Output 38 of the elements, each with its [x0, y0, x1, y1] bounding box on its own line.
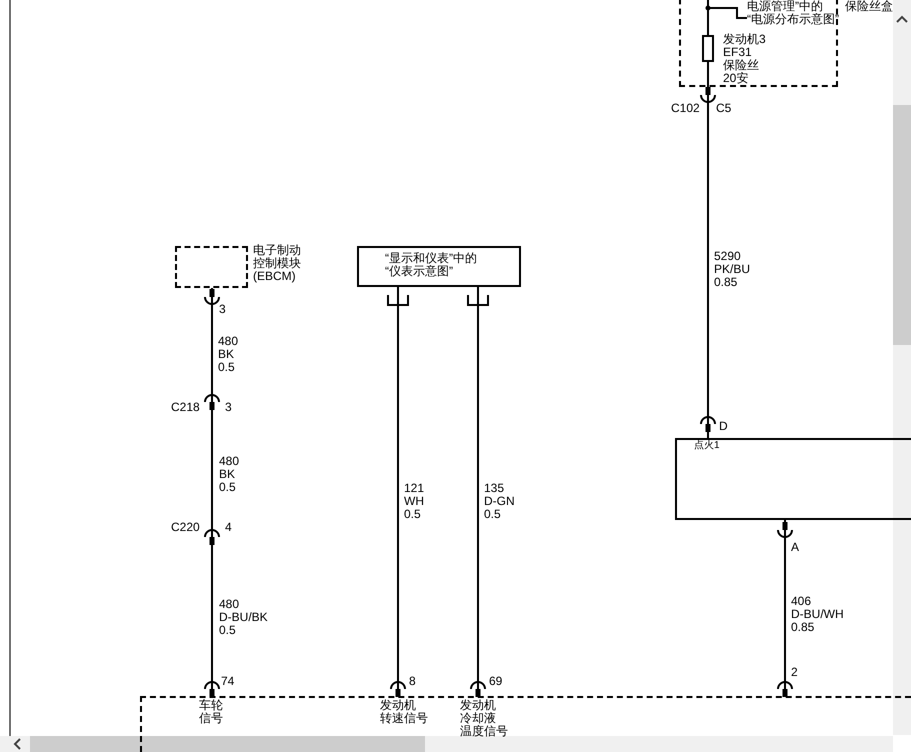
- connector-name: C220: [170, 521, 201, 534]
- leader-line: [707, 7, 747, 35]
- wire-label: 5290 PK/BU 0.85: [713, 250, 752, 289]
- pin-number: 2: [790, 666, 799, 679]
- module-outline: [140, 696, 911, 752]
- fuse-label: 发动机3 EF31 保险丝 20安: [723, 33, 766, 85]
- module-box: [675, 438, 911, 520]
- pin-name: 发动机冷却液温度信号: [460, 699, 508, 738]
- pin-number: A: [790, 541, 800, 554]
- wire-label: 480 BK 0.5: [217, 335, 240, 374]
- pin-name: 发动机转速信号: [380, 699, 428, 725]
- wire-label: 135 D-GN 0.5: [483, 482, 516, 521]
- wire-label: 406 D-BU/WH 0.85: [790, 595, 845, 634]
- wire: [707, 62, 709, 438]
- pin-number: 8: [408, 675, 417, 688]
- fuse-box-title: 保险丝盒: [845, 0, 893, 13]
- reference-text: “显示和仪表”中的 “仪表示意图”: [385, 252, 477, 278]
- pin-number: 4: [224, 521, 233, 534]
- connector-name: C102: [670, 102, 701, 115]
- wire: [777, 520, 793, 697]
- reference-text: 电源管理”中的 “电源分布示意图”: [747, 0, 839, 26]
- wire: [204, 288, 220, 697]
- pin-number: D: [718, 420, 729, 433]
- pin-number: 3: [218, 303, 227, 316]
- wire: [387, 287, 409, 697]
- pin-number: 74: [220, 675, 236, 688]
- pin-number: 3: [224, 401, 233, 414]
- module-name: 电子制动控制模块 (EBCM): [253, 244, 301, 283]
- pin-number: C5: [715, 102, 732, 115]
- wire-label: 480 BK 0.5: [218, 455, 240, 494]
- wire-label: 480 D-BU/BK 0.5: [218, 598, 269, 637]
- wire: [467, 287, 489, 697]
- pin-name: 点火1: [694, 439, 720, 452]
- reference-box: [357, 246, 521, 287]
- connector-name: C218: [170, 401, 201, 414]
- wire-label: 121 WH 0.5: [403, 482, 426, 521]
- pin-name: 车轮信号: [199, 699, 223, 725]
- pin-number: 69: [488, 675, 504, 688]
